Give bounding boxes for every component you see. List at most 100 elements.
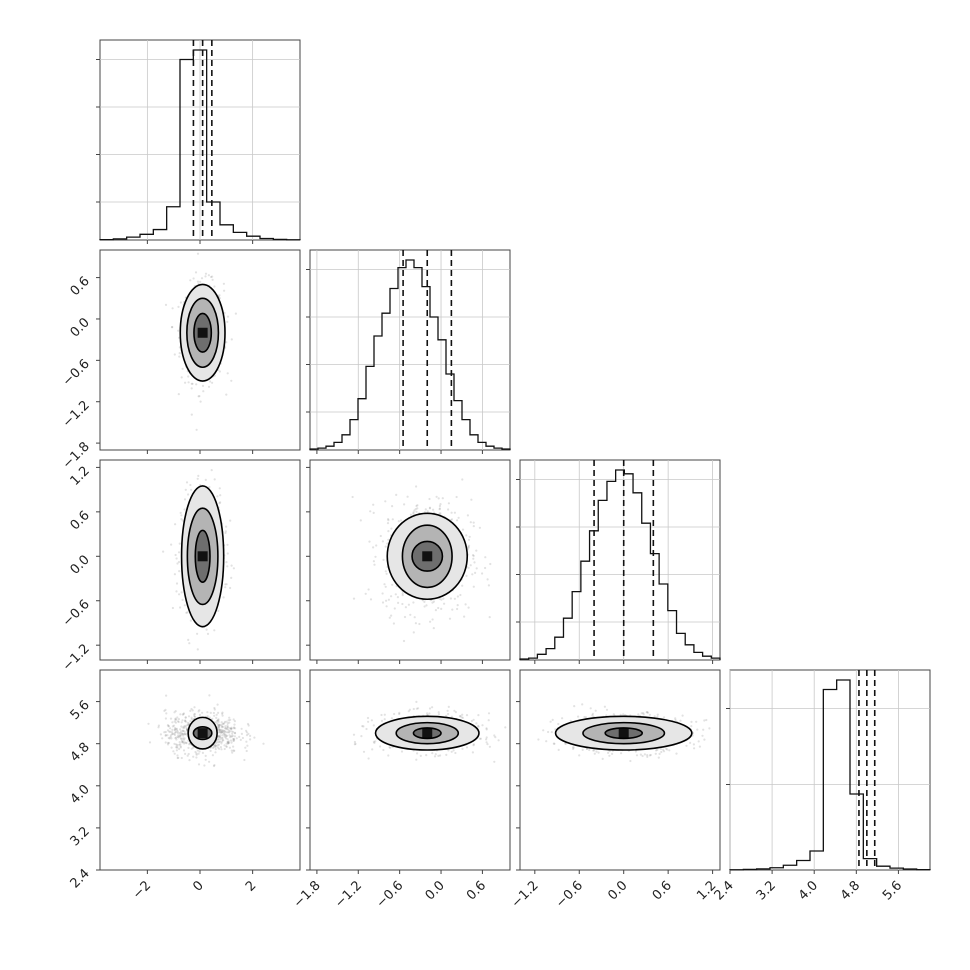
scatter-point bbox=[489, 562, 492, 566]
scatter-point bbox=[635, 754, 639, 757]
scatter-point bbox=[217, 725, 220, 728]
scatter-point bbox=[643, 753, 647, 756]
scatter-point bbox=[226, 727, 229, 730]
scatter-point bbox=[461, 584, 464, 587]
scatter-point bbox=[183, 508, 186, 511]
scatter-point bbox=[217, 743, 220, 746]
scatter-point bbox=[214, 746, 217, 749]
scatter-point bbox=[204, 275, 207, 278]
scatter-point bbox=[364, 592, 367, 595]
scatter-point bbox=[383, 713, 386, 716]
scatter-point bbox=[416, 752, 419, 755]
scatter-point bbox=[204, 478, 207, 481]
scatter-point bbox=[219, 736, 222, 739]
scatter-point bbox=[231, 751, 234, 754]
scatter-point bbox=[663, 716, 666, 719]
scatter-point bbox=[171, 731, 174, 734]
scatter-point bbox=[478, 737, 481, 740]
scatter-point bbox=[184, 724, 187, 728]
scatter-point bbox=[217, 737, 220, 741]
scatter-point bbox=[232, 730, 235, 734]
scatter-point bbox=[262, 742, 265, 745]
scatter-point bbox=[218, 730, 222, 734]
scatter-point bbox=[170, 737, 173, 740]
scatter-point bbox=[592, 749, 595, 752]
scatter-point bbox=[198, 709, 201, 712]
scatter-point bbox=[387, 518, 390, 521]
scatter-point bbox=[379, 534, 382, 538]
scatter-point bbox=[224, 733, 227, 737]
scatter-point bbox=[649, 753, 652, 757]
scatter-point bbox=[171, 732, 174, 736]
scatter-point bbox=[485, 727, 488, 730]
scatter-point bbox=[182, 712, 185, 716]
scatter-point bbox=[187, 746, 190, 750]
scatter-point bbox=[353, 743, 356, 746]
scatter-point bbox=[660, 750, 663, 754]
scatter-point bbox=[414, 508, 417, 511]
scatter-point bbox=[230, 741, 233, 744]
scatter-point bbox=[223, 720, 227, 724]
diag-panel-1 bbox=[306, 249, 511, 454]
y-tick-label: 0.0 bbox=[68, 315, 93, 340]
scatter-point bbox=[240, 732, 243, 736]
scatter-point bbox=[366, 716, 370, 720]
scatter-point bbox=[573, 705, 576, 708]
scatter-point bbox=[390, 595, 393, 598]
scatter-point bbox=[225, 341, 228, 344]
scatter-point bbox=[183, 730, 186, 733]
scatter-point bbox=[601, 757, 604, 761]
x-tick-label: −2 bbox=[130, 878, 154, 902]
scatter-point bbox=[208, 485, 211, 489]
scatter-point bbox=[230, 730, 233, 733]
scatter-point bbox=[423, 600, 426, 604]
scatter-point bbox=[218, 727, 221, 731]
scatter-point bbox=[485, 736, 488, 739]
scatter-point bbox=[428, 707, 432, 710]
scatter-point bbox=[403, 615, 407, 619]
scatter-point bbox=[375, 544, 378, 547]
scatter-point bbox=[233, 726, 236, 729]
scatter-point bbox=[681, 714, 684, 717]
scatter-point bbox=[472, 744, 475, 747]
scatter-point bbox=[226, 552, 229, 555]
scatter-point bbox=[547, 730, 550, 734]
scatter-point bbox=[220, 721, 223, 724]
scatter-point bbox=[230, 379, 233, 382]
scatter-point bbox=[708, 727, 711, 730]
scatter-point bbox=[415, 758, 418, 761]
scatter-point bbox=[655, 749, 658, 752]
scatter-point bbox=[211, 717, 214, 720]
scatter-point bbox=[387, 530, 390, 533]
scatter-point bbox=[228, 746, 231, 749]
scatter-point bbox=[219, 494, 222, 497]
scatter-point bbox=[438, 597, 441, 600]
scatter-point bbox=[177, 756, 180, 759]
scatter-point bbox=[662, 748, 665, 751]
scatter-point bbox=[372, 724, 375, 727]
scatter-point bbox=[457, 516, 460, 519]
panel-frame bbox=[729, 669, 931, 871]
scatter-point bbox=[218, 294, 221, 297]
y-tick-label: 3.2 bbox=[68, 824, 93, 849]
scatter-point bbox=[440, 607, 443, 611]
scatter-point bbox=[183, 498, 187, 501]
scatter-point bbox=[210, 275, 213, 279]
scatter-point bbox=[437, 754, 440, 758]
scatter-point bbox=[431, 706, 434, 709]
contour-line bbox=[179, 283, 226, 382]
y-tick-label: 4.0 bbox=[68, 782, 93, 807]
scatter-point bbox=[372, 560, 375, 563]
scatter-point bbox=[488, 616, 491, 619]
scatter-point bbox=[472, 525, 475, 528]
scatter-point bbox=[205, 628, 208, 631]
scatter-point bbox=[412, 631, 415, 634]
scatter-point bbox=[176, 716, 179, 719]
scatter-point bbox=[169, 730, 172, 734]
scatter-point bbox=[179, 731, 182, 734]
scatter-point bbox=[401, 592, 404, 595]
scatter-point bbox=[185, 481, 189, 484]
scatter-point bbox=[188, 743, 191, 746]
scatter-point bbox=[666, 748, 669, 751]
scatter-point bbox=[176, 731, 179, 735]
